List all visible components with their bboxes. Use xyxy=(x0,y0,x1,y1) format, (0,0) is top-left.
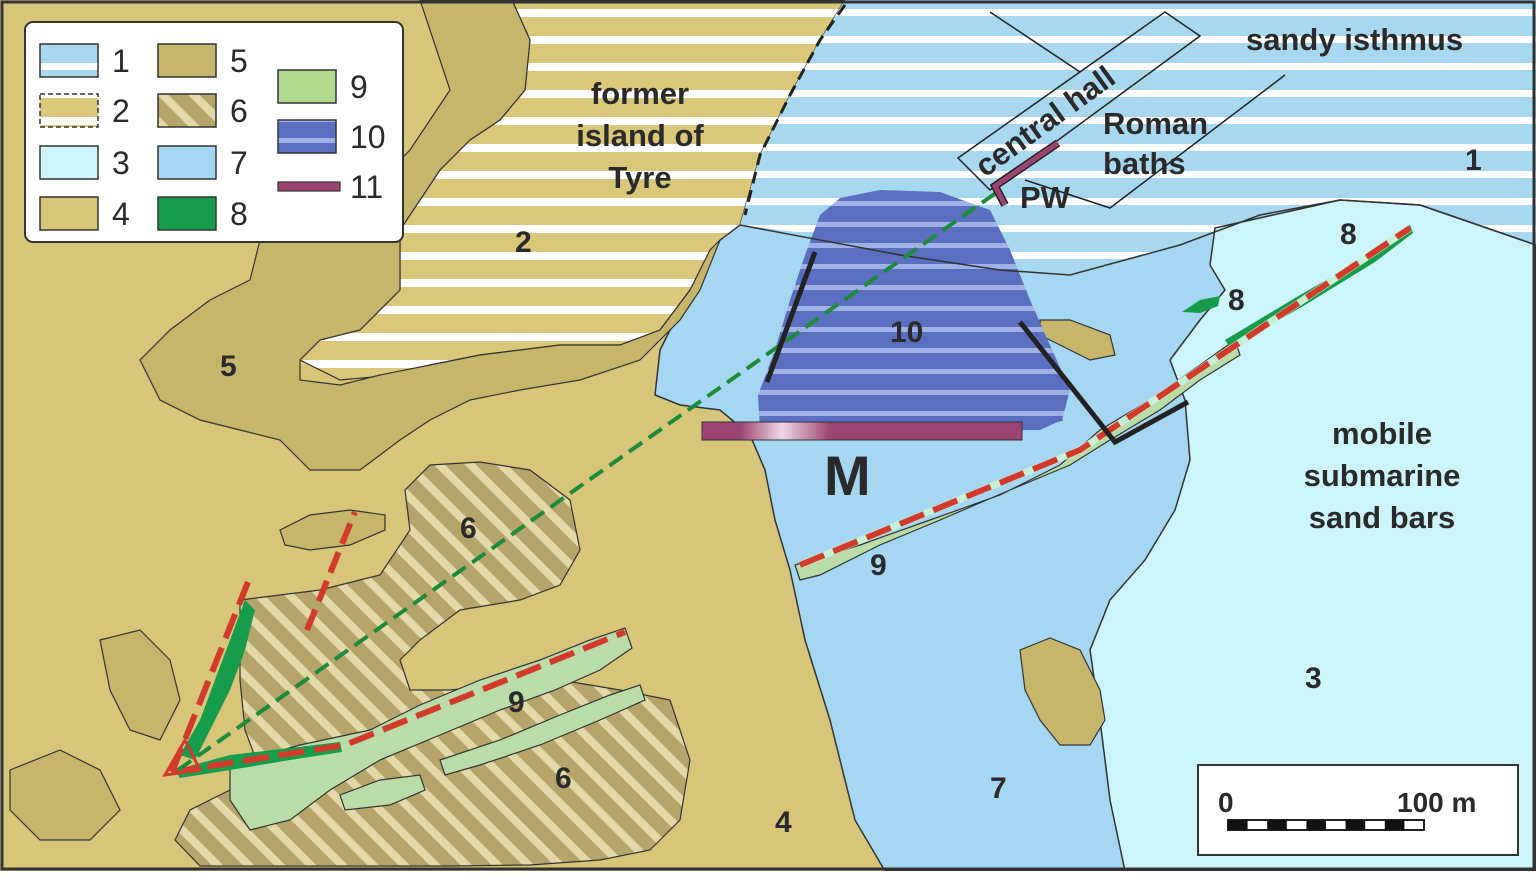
zone-number-8a: 8 xyxy=(1228,284,1245,317)
mole-south-dash xyxy=(171,629,627,775)
scale-bar: 0 100 m xyxy=(1197,764,1519,856)
label-former-3: Tyre xyxy=(608,160,671,195)
zone-number-6a: 6 xyxy=(460,512,477,545)
svg-text:4: 4 xyxy=(112,196,130,232)
legend-item-2: 2 xyxy=(39,93,130,129)
legend-item-1: 1 xyxy=(39,43,130,79)
scale-bar-segment xyxy=(1384,820,1405,830)
svg-text:2: 2 xyxy=(112,93,130,129)
zone-8-islet xyxy=(1182,296,1220,313)
scale-bar-segment xyxy=(1345,820,1366,830)
zone-number-9a: 9 xyxy=(870,549,887,582)
zone-number-6b: 6 xyxy=(555,762,572,795)
zone-8-west xyxy=(180,600,255,760)
zone-number-7: 7 xyxy=(990,772,1007,805)
label-mobile-1: mobile xyxy=(1332,416,1432,451)
zone-10-structure xyxy=(758,190,1070,430)
zone-9-ridge-north xyxy=(794,339,1241,581)
zone-5-islet-mid xyxy=(279,509,386,551)
label-pw: PW xyxy=(1020,180,1071,215)
svg-text:3: 3 xyxy=(112,145,130,181)
scale-end: 100 m xyxy=(1397,787,1476,818)
svg-text:8: 8 xyxy=(230,196,248,232)
svg-text:11: 11 xyxy=(350,169,383,205)
roman-baths-outline xyxy=(989,11,1286,209)
label-m: M xyxy=(824,444,871,507)
central-hall-outline xyxy=(956,11,1202,191)
zone-9-ridge-south-c xyxy=(339,774,426,811)
wall-line-east xyxy=(1018,320,1190,446)
feature-11-dotted xyxy=(718,421,805,441)
zone-5-islet-west xyxy=(99,629,181,741)
legend-item-4: 4 xyxy=(39,196,130,232)
label-roman-baths-1: Roman xyxy=(1103,106,1208,141)
legend-item-9: 9 xyxy=(277,69,368,105)
label-mobile-3: sand bars xyxy=(1309,500,1455,535)
pw-wall-fill xyxy=(991,140,1060,207)
legend-item-6: 6 xyxy=(157,93,248,129)
legend-item-10: 10 xyxy=(277,119,386,155)
svg-text:1: 1 xyxy=(112,43,130,79)
legend-item-5: 5 xyxy=(157,43,248,79)
zone-5-left xyxy=(139,0,721,471)
svg-text:9: 9 xyxy=(350,69,368,105)
wall-line-west xyxy=(764,251,818,383)
zone-5-islet-south xyxy=(1019,637,1106,746)
label-sandy-isthmus: sandy isthmus xyxy=(1246,22,1463,57)
legend-item-7: 7 xyxy=(157,145,248,181)
scale-start: 0 xyxy=(1218,787,1234,818)
svg-text:6: 6 xyxy=(230,93,248,129)
mole-north-dash xyxy=(798,225,1412,568)
label-mobile-2: submarine xyxy=(1304,458,1461,493)
mole-west-b-dash xyxy=(304,510,358,632)
zone-number-9b: 9 xyxy=(508,686,525,719)
zone-9-ridge-south xyxy=(229,627,633,831)
svg-text:5: 5 xyxy=(230,43,248,79)
scale-bar-segments xyxy=(1228,820,1405,830)
zone-number-4: 4 xyxy=(775,806,792,839)
zone-number-2: 2 xyxy=(515,226,532,259)
shoreline-line xyxy=(739,199,1536,276)
label-former-2: island of xyxy=(576,118,704,153)
zone-number-8b: 8 xyxy=(1340,218,1357,251)
label-former-1: former xyxy=(591,76,689,111)
scale-bar-segment xyxy=(1267,820,1287,830)
legend-item-8: 8 xyxy=(157,196,248,232)
isthmus-dashed-boundary xyxy=(743,4,847,216)
svg-text:7: 7 xyxy=(230,145,248,181)
mole-corner xyxy=(162,736,203,777)
zone-number-3: 3 xyxy=(1305,662,1322,695)
feature-11-bar xyxy=(701,421,1023,441)
label-roman-baths-2: baths xyxy=(1103,146,1186,181)
zone-9-ridge-south-b xyxy=(439,684,646,776)
scale-bar-box xyxy=(1197,764,1519,856)
legend-item-11: 11 xyxy=(277,169,383,205)
zone-number-10: 10 xyxy=(890,316,923,349)
svg-text:10: 10 xyxy=(350,119,386,155)
zone-number-5: 5 xyxy=(220,350,237,383)
legend: 1 2 3 4 5 6 7 8 xyxy=(24,21,404,243)
legend-item-3: 3 xyxy=(39,145,130,181)
scale-bar-segment xyxy=(1228,820,1248,830)
zone-5-islet-sw xyxy=(9,749,121,841)
scale-bar-segment xyxy=(1306,820,1326,830)
zone-number-1: 1 xyxy=(1465,144,1482,177)
